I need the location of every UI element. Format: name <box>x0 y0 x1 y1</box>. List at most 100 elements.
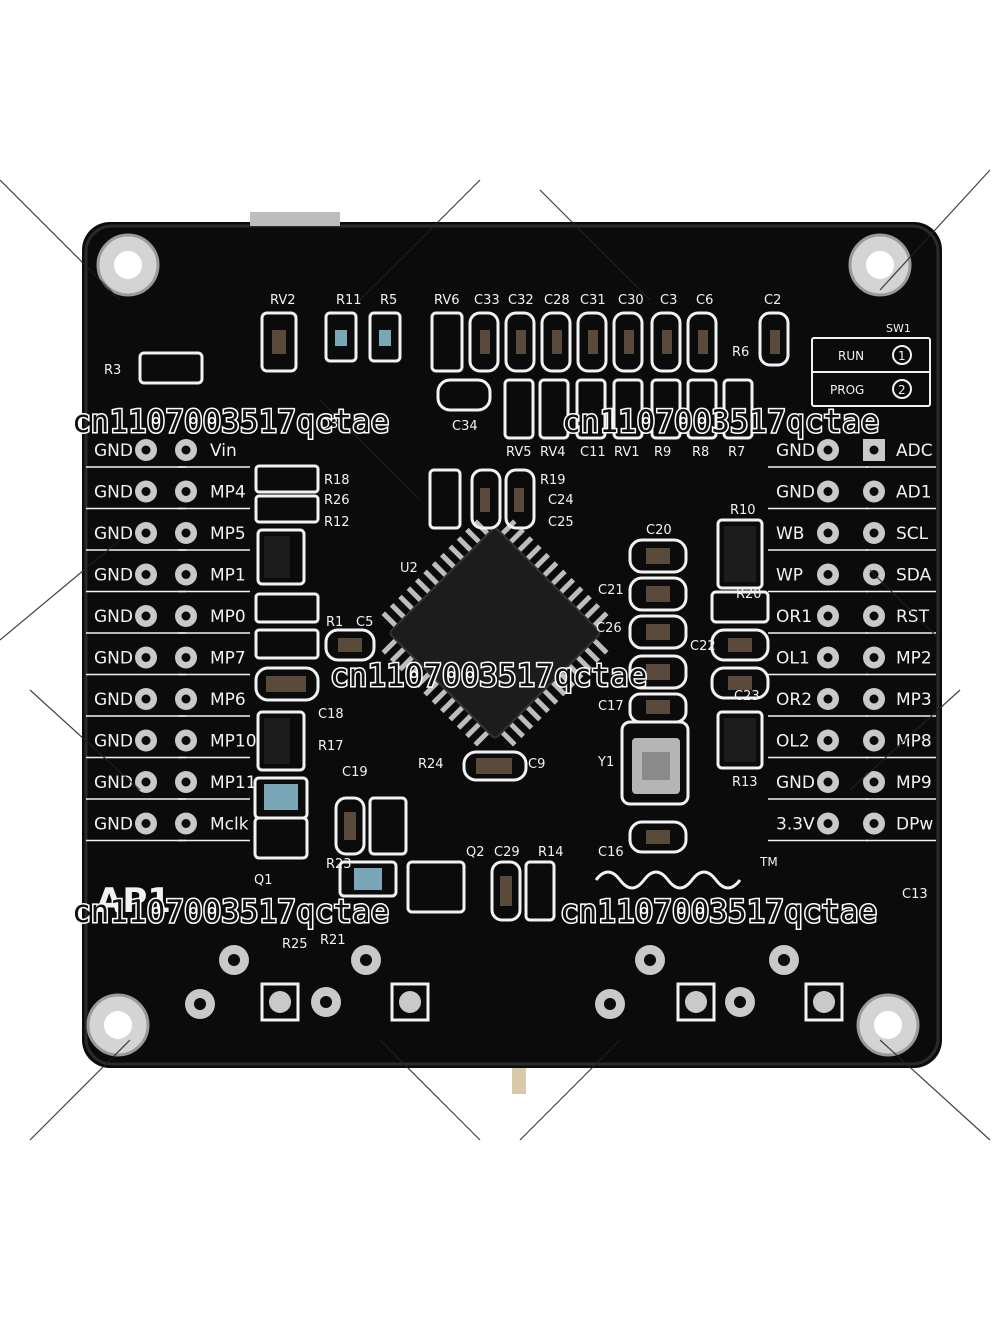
chip-leg <box>525 544 542 561</box>
chip-leg <box>465 721 482 739</box>
ref-designator: C32 <box>508 293 534 308</box>
pin-label: GND <box>94 524 133 544</box>
pin-label: MP10 <box>210 732 257 752</box>
pin-label: DPw <box>896 815 933 835</box>
ref-designator: R6 <box>732 345 749 360</box>
header-pin-hole <box>823 528 833 538</box>
chip-leg <box>381 611 398 628</box>
board-model-mark: AP1 <box>96 881 171 921</box>
header-pin-hole <box>181 611 191 621</box>
chip-leg <box>508 721 525 739</box>
pin-label: MP1 <box>210 566 246 586</box>
ref-designator: R26 <box>324 493 350 508</box>
left-component-cluster <box>253 464 556 922</box>
chip-body <box>389 527 601 739</box>
header-pin-hole <box>823 653 833 662</box>
usb-connector <box>250 212 340 226</box>
chip-leg <box>567 586 584 603</box>
ref-designator: R18 <box>324 473 350 488</box>
ref-designator: C2 <box>764 293 781 308</box>
wave-logo <box>594 870 742 890</box>
pin-label: GND <box>776 773 815 793</box>
ref-designator: C21 <box>598 583 624 598</box>
switch-run-label: RUN <box>838 349 864 363</box>
chip-leg <box>575 655 592 672</box>
ref-designator: C34 <box>452 419 478 434</box>
chip-leg <box>440 552 457 570</box>
chip-leg <box>440 696 457 714</box>
ref-designator: C20 <box>646 523 672 538</box>
ref-designator: R23 <box>326 857 352 872</box>
header-pin-hole <box>141 611 151 621</box>
ref-designator: C24 <box>548 493 574 508</box>
header-pin-hole <box>823 487 833 496</box>
chip-leg <box>525 705 542 722</box>
chip-leg <box>423 680 440 697</box>
ref-designator: R5 <box>380 293 397 308</box>
chip-leg <box>550 680 567 697</box>
chip-leg <box>414 578 432 595</box>
ref-designator: R13 <box>732 775 758 790</box>
pin-label: GND <box>94 773 133 793</box>
header-pin-hole <box>181 777 191 787</box>
chip-leg-set <box>381 519 609 747</box>
chip-leg <box>542 688 559 705</box>
pin-label: MP11 <box>210 773 257 793</box>
ref-designator: R9 <box>654 445 671 460</box>
header-pin-hole <box>181 528 191 538</box>
chip-pin-legs <box>381 519 609 747</box>
ref-designator: RV1 <box>614 445 640 460</box>
ref-designator: C31 <box>580 293 606 308</box>
chip-leg <box>592 611 609 628</box>
ref-designator: R10 <box>730 503 756 518</box>
ref-designator: C25 <box>548 515 574 530</box>
watermark-4: cn1107003517qctae <box>72 894 389 930</box>
chip-leg <box>550 569 567 586</box>
chip-leg <box>431 561 448 578</box>
ref-designator: Q1 <box>254 873 273 888</box>
ref-designator: C3 <box>660 293 677 308</box>
pin-label: GND <box>94 566 133 586</box>
header-pin-hole <box>141 736 151 745</box>
pin-label: MP4 <box>210 483 246 503</box>
header-pin-hole <box>869 611 879 621</box>
header-pin-hole <box>181 487 191 496</box>
bottom-switch <box>512 1068 526 1094</box>
header-pin-hole <box>869 528 879 538</box>
header-pin-hole <box>823 445 833 455</box>
header-pin-hole <box>823 694 833 704</box>
top-component-bodies <box>272 330 780 354</box>
pin-label: ADC <box>896 441 933 461</box>
chip-leg <box>448 544 465 561</box>
mid-component-row <box>138 351 754 440</box>
header-pin-hole <box>869 445 879 455</box>
chip-leg <box>567 663 584 680</box>
chip-leg <box>473 730 490 747</box>
header-pin-hole <box>823 736 833 745</box>
watermark-5: cn1107003517qctae <box>560 894 877 930</box>
bottom-through-hole-pads <box>185 945 844 1022</box>
chip-leg <box>558 671 576 688</box>
chip-leg <box>381 638 398 655</box>
pin-label: OR1 <box>776 607 812 627</box>
pin-label: MP5 <box>210 524 246 544</box>
pin-label: GND <box>94 815 133 835</box>
header-pin-hole <box>181 694 191 704</box>
ref-designator: C23 <box>734 689 760 704</box>
pin-label: MP2 <box>896 649 932 669</box>
header-pin-hole <box>181 819 191 828</box>
ref-designator: R12 <box>324 515 350 530</box>
header-pin-hole <box>869 694 879 704</box>
ref-designator: C13 <box>902 887 928 902</box>
pin-label: GND <box>94 607 133 627</box>
ref-designator: C6 <box>696 293 713 308</box>
chip-leg <box>558 578 576 595</box>
chip-leg <box>500 730 517 747</box>
ref-designator: R1 <box>326 615 343 630</box>
pin-label: MP8 <box>896 732 932 752</box>
header-pin-hole <box>869 736 879 745</box>
pin-label: AD1 <box>896 483 932 503</box>
